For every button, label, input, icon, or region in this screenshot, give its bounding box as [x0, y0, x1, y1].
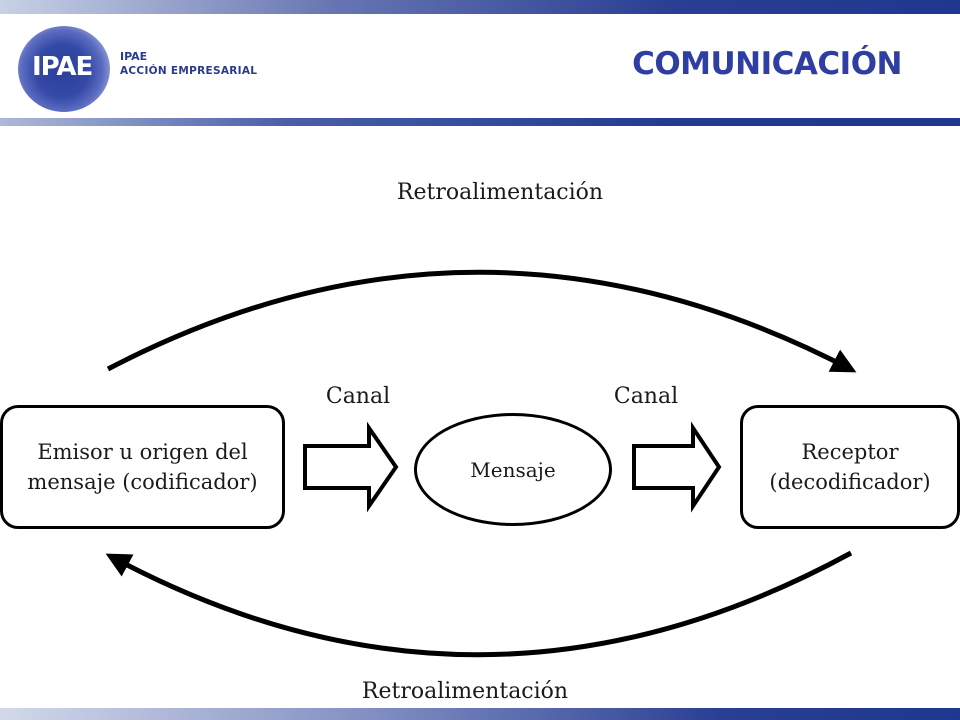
feedback-arrow-bottom: [105, 550, 853, 658]
logo-letters: IPAE: [32, 52, 93, 82]
feedback-arrow-top: [106, 269, 857, 373]
sender-box: Emisor u origen del mensaje (codificador…: [0, 405, 285, 529]
channel-arrow-right: [632, 421, 722, 513]
ipae-logo: IPAE IPAE ACCIÓN EMPRESARIAL: [18, 26, 258, 116]
message-ellipse: Mensaje: [414, 413, 612, 526]
logo-name: IPAE: [120, 50, 148, 63]
header-divider: [0, 118, 960, 126]
receiver-box: Receptor (decodificador): [740, 405, 960, 529]
channel-label-left: Canal: [325, 384, 391, 409]
logo-subtitle: ACCIÓN EMPRESARIAL: [120, 65, 258, 77]
feedback-label-top: Retroalimentación: [396, 180, 604, 205]
top-decorative-bar: [0, 0, 960, 14]
bottom-decorative-bar: [0, 708, 960, 720]
feedback-label-bottom: Retroalimentación: [361, 679, 569, 704]
page-title: COMUNICACIÓN: [632, 46, 902, 82]
channel-label-right: Canal: [613, 384, 679, 409]
logo-mark: [18, 26, 110, 112]
channel-arrow-left: [303, 421, 399, 513]
